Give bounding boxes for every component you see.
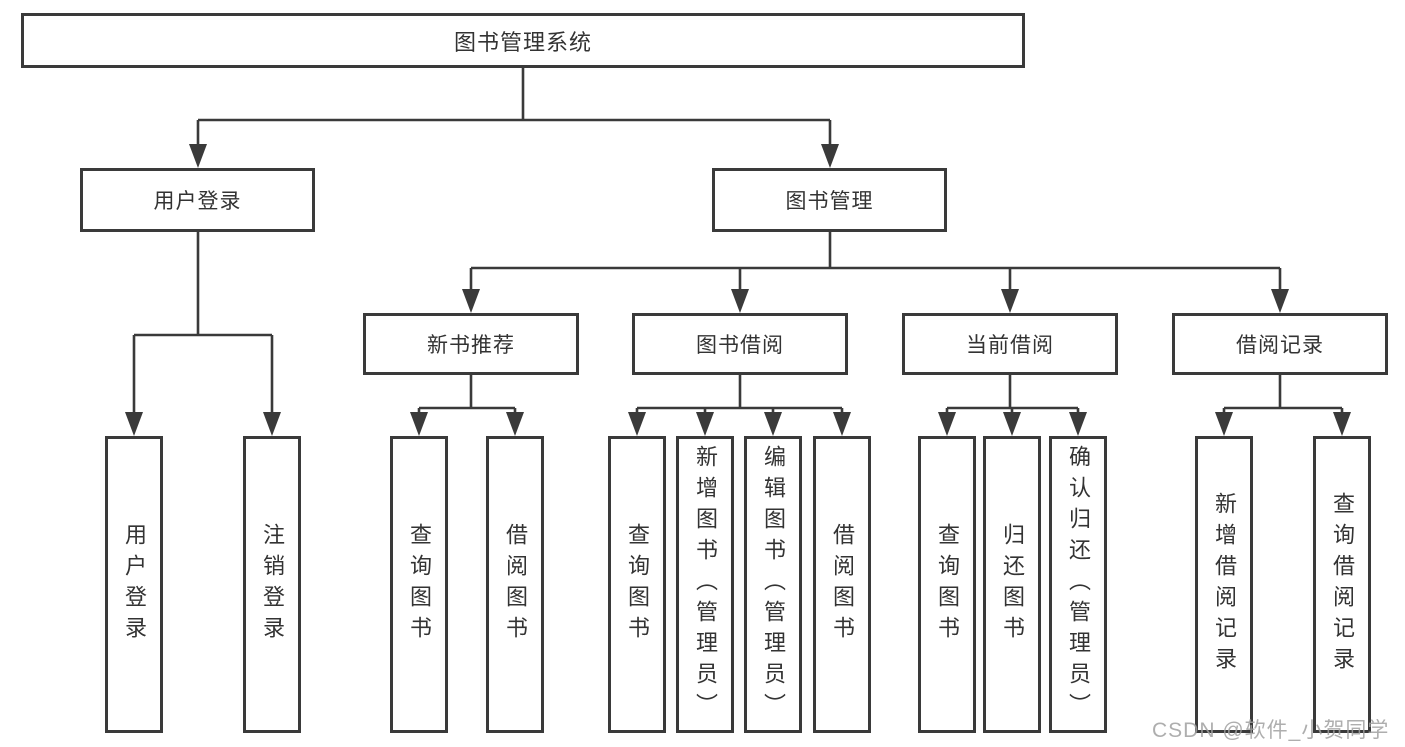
node-label: 图书管理 [785, 190, 874, 213]
leaf-user-login: 用户登录 [105, 436, 163, 733]
node-label: 图书管理系统 [453, 29, 592, 55]
node-library-management-system: 图书管理系统 [21, 13, 1025, 68]
leaf-label: 查询借阅记录 [1330, 491, 1355, 678]
node-current-borrowing: 当前借阅 [902, 313, 1118, 375]
leaf-confirm-return-admin: 确认归还（管理员） [1049, 436, 1107, 733]
leaf-query-borrow-record: 查询借阅记录 [1313, 436, 1371, 733]
node-new-book-recommendation: 新书推荐 [363, 313, 579, 375]
leaf-label: 编辑图书（管理员） [761, 445, 786, 724]
node-user-login: 用户登录 [80, 168, 315, 232]
leaf-label: 查询图书 [625, 522, 650, 647]
leaf-label: 借阅图书 [503, 522, 528, 647]
leaf-query-books-recommend: 查询图书 [390, 436, 448, 733]
leaf-label: 注销登录 [260, 522, 285, 647]
leaf-borrow-books-recommend: 借阅图书 [486, 436, 544, 733]
leaf-edit-books-admin: 编辑图书（管理员） [744, 436, 802, 733]
leaf-add-books-admin: 新增图书（管理员） [676, 436, 734, 733]
leaf-label: 查询图书 [935, 522, 960, 647]
leaf-label: 归还图书 [1000, 522, 1025, 647]
leaf-label: 确认归还（管理员） [1066, 445, 1091, 724]
node-label: 借阅记录 [1236, 334, 1324, 357]
node-book-management: 图书管理 [712, 168, 947, 232]
node-label: 用户登录 [153, 190, 242, 213]
leaf-label: 新增借阅记录 [1212, 491, 1237, 678]
leaf-borrow-books: 借阅图书 [813, 436, 871, 733]
node-label: 图书借阅 [696, 334, 784, 357]
leaf-label: 新增图书（管理员） [693, 445, 718, 724]
leaf-query-books-current: 查询图书 [918, 436, 976, 733]
leaf-label: 借阅图书 [830, 522, 855, 647]
leaf-return-books: 归还图书 [983, 436, 1041, 733]
leaf-query-books-borrowing: 查询图书 [608, 436, 666, 733]
leaf-label: 用户登录 [122, 522, 147, 647]
node-book-borrowing: 图书借阅 [632, 313, 848, 375]
node-label: 当前借阅 [966, 334, 1054, 357]
node-label: 新书推荐 [427, 334, 515, 357]
watermark: CSDN @软件_小贺同学 [1152, 719, 1390, 742]
leaf-label: 查询图书 [407, 522, 432, 647]
leaf-add-borrow-record: 新增借阅记录 [1195, 436, 1253, 733]
node-borrowing-records: 借阅记录 [1172, 313, 1388, 375]
leaf-logout: 注销登录 [243, 436, 301, 733]
